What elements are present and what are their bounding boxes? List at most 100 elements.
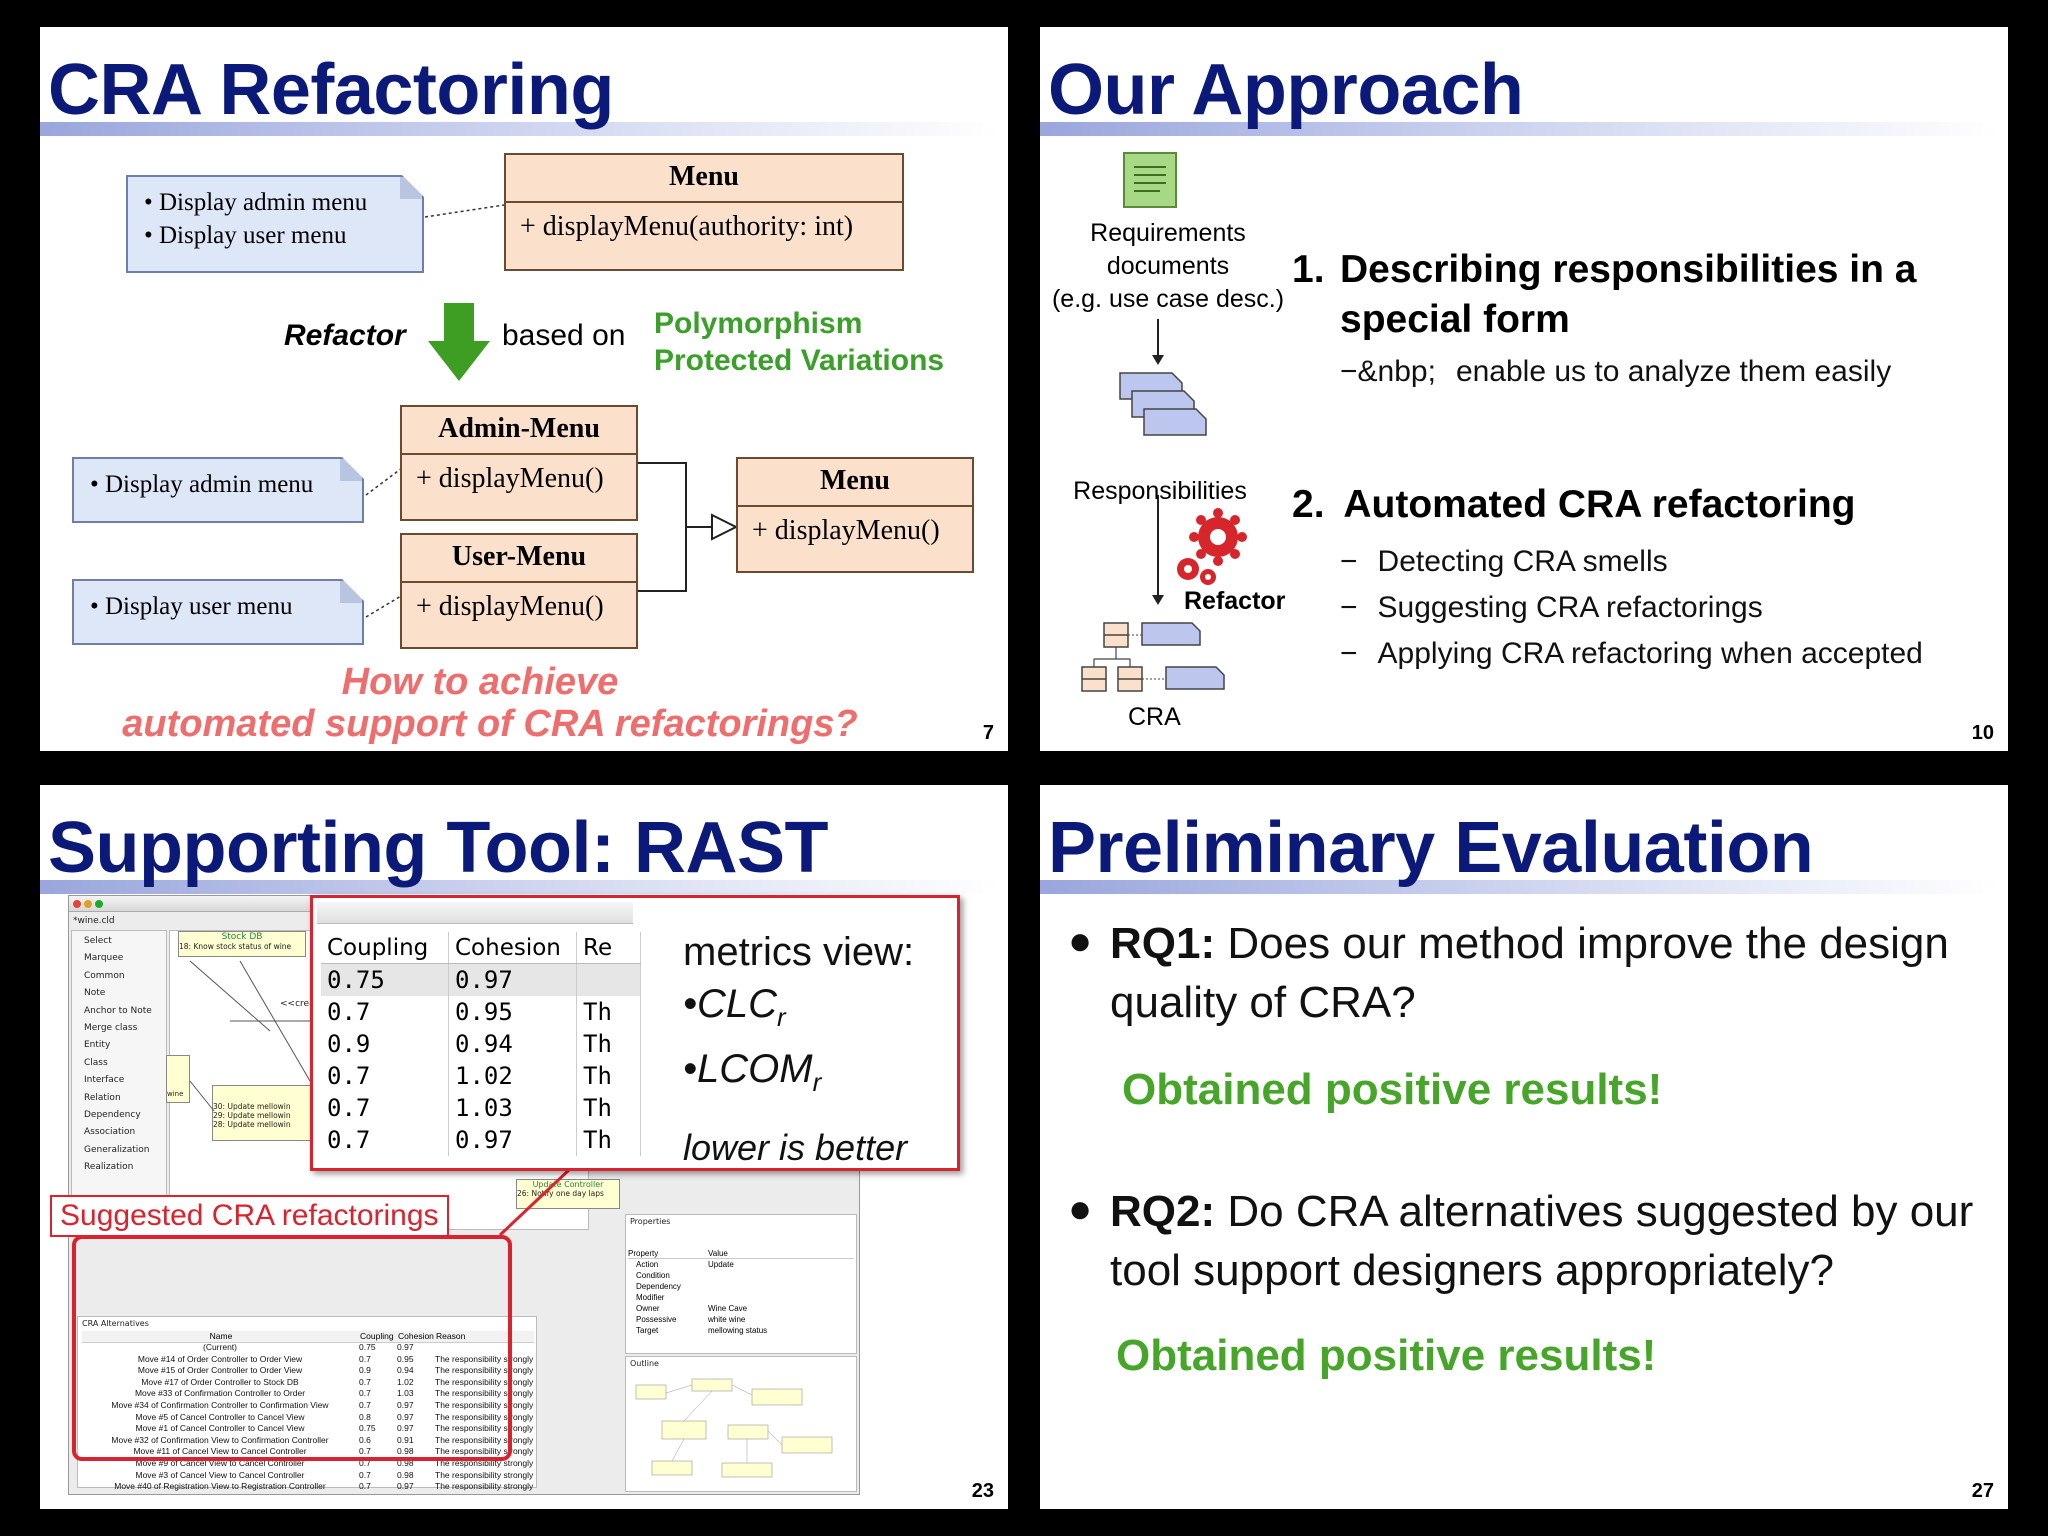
property-cell: mellowing status [708, 1326, 768, 1335]
uml-user-menu: User-Menu + displayMenu() [400, 533, 638, 649]
table-cell: The responsibility strongly depends o [435, 1376, 533, 1387]
column-header[interactable]: Re [577, 932, 641, 963]
palette-item[interactable]: Dependency [84, 1110, 141, 1121]
rq1: ● RQ1: Does our method improve the desig… [1068, 915, 1990, 1033]
table-cell: Move #1 of Cancel Controller to Cancel V… [135, 1423, 305, 1434]
table-row[interactable]: Move #5 of Cancel Controller to Cancel V… [81, 1412, 534, 1424]
table-cell: 0.7 [359, 1446, 371, 1457]
metrics-view-label: metrics view: [683, 930, 915, 974]
palette-item[interactable]: Realization [84, 1162, 134, 1173]
table-cell: 0.9 [359, 1365, 371, 1376]
palette-item[interactable]: Merge class [84, 1023, 138, 1034]
note-top: • Display admin menu • Display user menu [126, 175, 424, 273]
table-cell: The responsibility strongly depends o [435, 1457, 533, 1468]
view-tab[interactable]: Properties [630, 1217, 671, 1226]
class-name: Menu [506, 155, 902, 203]
palette-item[interactable]: Relation [84, 1092, 121, 1103]
diagram-class-box[interactable]: wine [166, 1055, 190, 1103]
close-window-icon[interactable] [73, 900, 81, 908]
table-row[interactable]: Move #38 of Registration Controller to R… [81, 1493, 533, 1494]
sub-item: −Detecting CRA smells [1340, 539, 1923, 585]
suggested-refactorings-label: Suggested CRA refactorings [50, 1195, 449, 1237]
diagram-class-box[interactable]: Stock DB 18: Know stock status of wine [178, 931, 306, 957]
class-name: Menu [738, 459, 972, 507]
column-header: Property [628, 1249, 659, 1258]
maximize-window-icon[interactable] [95, 900, 103, 908]
table-cell: Move #15 of Order Controller to Order Vi… [137, 1365, 303, 1376]
table-row[interactable]: Move #3 of Cancel View to Cancel Control… [81, 1470, 534, 1482]
property-row[interactable]: Modifier [628, 1292, 854, 1303]
column-header[interactable]: Name [209, 1331, 233, 1341]
class-responsibility: 26: Notify one day laps [517, 1189, 604, 1198]
column-header[interactable]: Reason [436, 1331, 466, 1341]
view-tab[interactable]: Outline [630, 1359, 659, 1368]
metrics-cell: Th [577, 1028, 641, 1060]
palette-item[interactable]: Select [84, 936, 112, 946]
palette-item[interactable]: Association [84, 1127, 136, 1138]
sub-text: enable us to analyze them easily [1455, 355, 1892, 388]
editor-tab[interactable]: *wine.cld [73, 916, 115, 926]
refactor-label: Refactor [1184, 587, 1286, 615]
table-row[interactable]: Move #15 of Order Controller to Order Vi… [81, 1365, 533, 1377]
table-row[interactable]: Move #9 of Cancel View to Cancel Control… [81, 1457, 534, 1470]
property-row[interactable]: Condition [628, 1270, 854, 1281]
class-name: User-Menu [402, 535, 636, 583]
table-row[interactable]: Move #34 of Confirmation Controller to C… [81, 1400, 533, 1412]
column-header[interactable]: Coupling [360, 1331, 394, 1341]
table-row[interactable]: Move #1 of Cancel Controller to Cancel V… [81, 1423, 534, 1435]
table-row[interactable]: Move #17 of Order Controller to Stock DB… [81, 1377, 533, 1389]
palette-item[interactable]: Marquee [84, 953, 124, 964]
title-underline [40, 122, 1000, 136]
table-row[interactable]: Move #40 of Registration View to Registr… [81, 1481, 533, 1493]
table-cell: Move #32 of Confirmation View to Confirm… [111, 1434, 329, 1445]
uml-connectors [365, 204, 739, 618]
table-cell: 0.97 [397, 1399, 414, 1410]
table-cell: The responsibility strongly depends o [435, 1399, 533, 1410]
diagram-class-box[interactable]: 30: Update mellowin 29: Update mellowin … [212, 1085, 312, 1141]
table-row[interactable]: Move #33 of Confirmation Controller to O… [81, 1388, 533, 1400]
rq-text: Do CRA alternatives suggested by our too… [1110, 1187, 1974, 1295]
down-arrow-icon [428, 303, 490, 381]
metrics-cell: 0.75 [321, 964, 449, 996]
column-header[interactable]: Coupling [321, 932, 449, 963]
metrics-cell: Th [577, 1124, 641, 1156]
table-cell: 0.86 [397, 1493, 435, 1494]
palette-item[interactable]: Interface [84, 1075, 125, 1086]
title-underline [40, 880, 1000, 894]
table-row[interactable]: Move #14 of Order Controller to Order Vi… [81, 1354, 533, 1366]
sub-item: −&nbp;enable us to analyze them easily [1340, 355, 1892, 388]
question-line: How to achieve [341, 661, 619, 703]
cra-label: CRA [1128, 703, 1181, 731]
palette-item[interactable]: Generalization [84, 1144, 150, 1155]
table-row[interactable]: Move #32 of Confirmation View to Confirm… [81, 1435, 533, 1447]
property-row[interactable]: Dependency [628, 1281, 854, 1292]
palette-item[interactable]: Note [84, 988, 106, 999]
table-cell: Move #33 of Confirmation Controller to O… [134, 1388, 306, 1399]
column-header[interactable]: Cohesion [398, 1331, 434, 1341]
requirements-label: Requirements documents (e.g. use case de… [1040, 217, 1296, 316]
palette-item[interactable]: Anchor to Note [84, 1005, 152, 1016]
palette-item[interactable]: Class [84, 1057, 108, 1068]
rq-label: RQ2: [1110, 1187, 1216, 1236]
metric-name: •CLC [683, 982, 778, 1026]
column-header[interactable]: Cohesion [449, 932, 577, 963]
table-cell: 0.98 [397, 1446, 414, 1457]
minimize-window-icon[interactable] [84, 900, 92, 908]
view-tab[interactable]: CRA Alternatives [82, 1319, 149, 1328]
table-row[interactable]: Move #11 of Cancel View to Cancel Contro… [81, 1446, 533, 1458]
palette-item[interactable]: Entity [84, 1040, 111, 1051]
metrics-description: metrics view: •CLCr •LCOMr lower is bett… [683, 926, 915, 1168]
palette-item[interactable]: Common [84, 970, 125, 981]
